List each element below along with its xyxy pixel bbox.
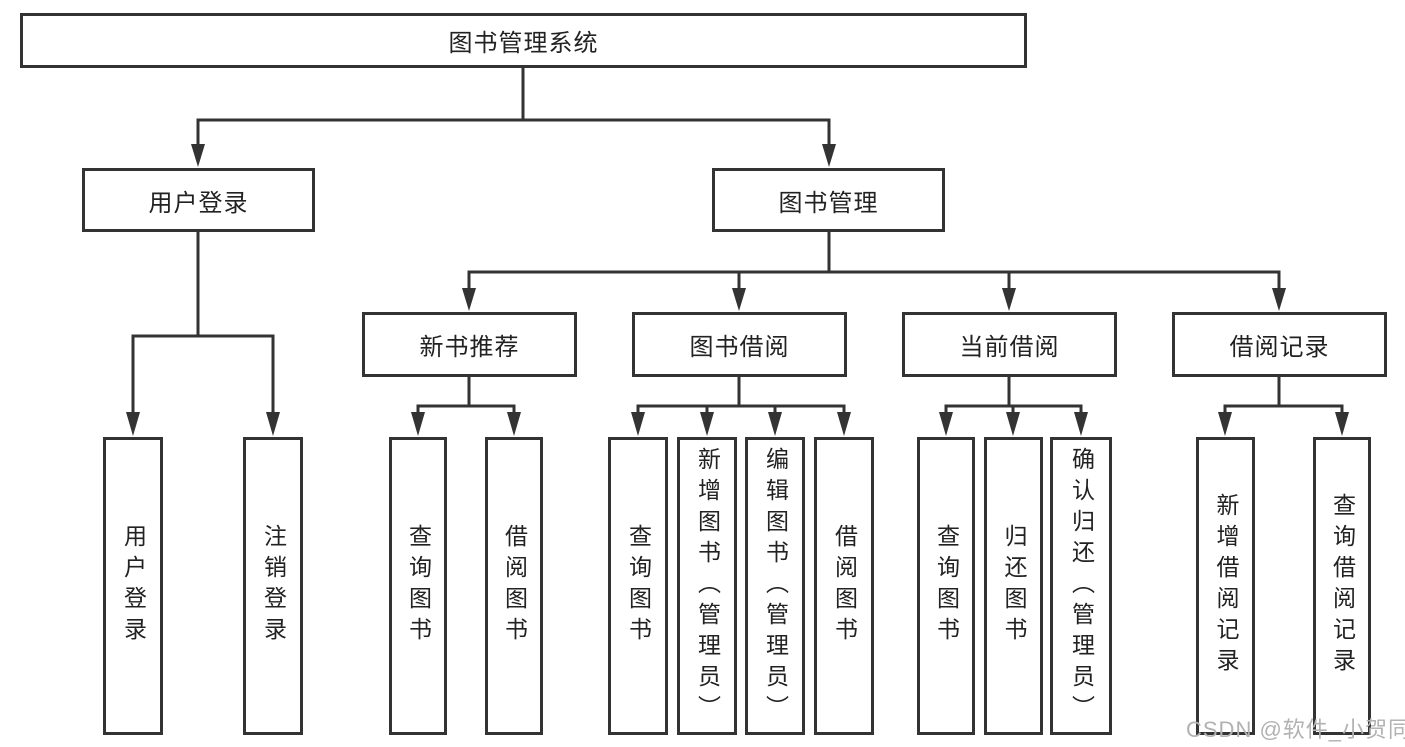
- node-book-borrow: 图书借阅: [632, 312, 847, 377]
- node-user-login-label: 用户登录: [148, 189, 249, 217]
- leaf-query-books-borrow: 查询图书: [608, 437, 668, 735]
- leaf-add-book-admin-label: 新增图书（管理员）: [694, 446, 721, 726]
- leaf-add-borrow-record-label: 新增借阅记录: [1213, 493, 1239, 679]
- node-root-label: 图书管理系统: [448, 30, 599, 57]
- node-current-borrow-label: 当前借阅: [959, 334, 1060, 361]
- leaf-logout-label: 注销登录: [260, 524, 287, 648]
- leaf-query-borrow-record-label: 查询借阅记录: [1329, 493, 1356, 679]
- leaf-logout: 注销登录: [243, 437, 303, 735]
- leaf-return-books-label: 归还图书: [1001, 524, 1027, 648]
- node-book-borrow-label: 图书借阅: [689, 334, 790, 361]
- leaf-user-login: 用户登录: [103, 437, 163, 735]
- leaf-borrow-books: 借阅图书: [814, 437, 874, 735]
- leaf-return-books: 归还图书: [984, 437, 1043, 735]
- leaf-confirm-return-admin: 确认归还（管理员）: [1050, 437, 1112, 735]
- leaf-query-books-recommend-label: 查询图书: [405, 524, 432, 648]
- leaf-borrow-books-recommend-label: 借阅图书: [501, 524, 528, 648]
- leaf-query-borrow-record: 查询借阅记录: [1313, 437, 1371, 735]
- leaf-query-books-current: 查询图书: [917, 437, 975, 735]
- node-user-login: 用户登录: [82, 168, 315, 232]
- node-new-book-recommend: 新书推荐: [362, 312, 577, 377]
- node-current-borrow: 当前借阅: [902, 312, 1117, 377]
- node-borrow-records: 借阅记录: [1172, 312, 1387, 377]
- leaf-query-books-borrow-label: 查询图书: [625, 524, 652, 648]
- leaf-add-borrow-record: 新增借阅记录: [1196, 437, 1255, 735]
- leaf-borrow-books-recommend: 借阅图书: [485, 437, 543, 735]
- leaf-query-books-recommend: 查询图书: [389, 437, 447, 735]
- node-borrow-records-label: 借阅记录: [1229, 334, 1330, 361]
- leaf-edit-book-admin: 编辑图书（管理员）: [745, 437, 805, 735]
- leaf-edit-book-admin-label: 编辑图书（管理员）: [762, 446, 789, 726]
- leaf-user-login-label: 用户登录: [120, 524, 147, 648]
- leaf-query-books-current-label: 查询图书: [933, 524, 960, 648]
- leaf-borrow-books-label: 借阅图书: [831, 524, 858, 648]
- watermark-text: CSDN @软件_小贺同学: [1186, 717, 1405, 742]
- leaf-add-book-admin: 新增图书（管理员）: [677, 437, 737, 735]
- node-root: 图书管理系统: [20, 13, 1027, 68]
- node-new-book-recommend-label: 新书推荐: [419, 334, 520, 361]
- node-book-management-label: 图书管理: [778, 189, 879, 217]
- leaf-confirm-return-admin-label: 确认归还（管理员）: [1068, 446, 1095, 726]
- node-book-management: 图书管理: [712, 168, 945, 232]
